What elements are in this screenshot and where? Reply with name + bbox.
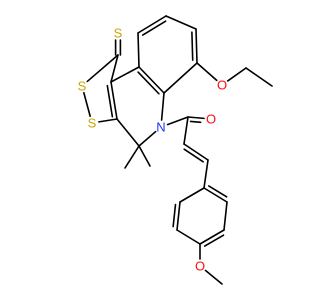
bond-c9-c8-inner [141, 20, 167, 36]
bond-c9a-c9b [110, 66, 140, 83]
bond-c7-c6 [195, 28, 198, 64]
bond-ar6-ar1-inner [207, 185, 228, 198]
bond-ar2-ar3-inner [172, 203, 177, 228]
bond-o-methoxy-ch3 [204, 269, 223, 285]
bond-layer [83, 15, 273, 285]
bond-c5a-c9a [138, 66, 165, 94]
bond-c3a-c4 [116, 118, 140, 147]
atom-label-o-ethoxy: O [217, 78, 227, 93]
bond-carbonyl-c-alpha [183, 116, 189, 145]
bond-ar4-ar5 [199, 229, 225, 245]
bond-ar5-ar6 [223, 201, 228, 231]
bond-c4-n5 [138, 130, 157, 147]
bond-c7-c6-inner [191, 31, 194, 61]
alkene-double-bond [183, 143, 209, 161]
atom-label-s-ring1: S [78, 79, 87, 94]
atom-label-o-carbonyl: O [206, 112, 216, 127]
bond-c5a-c9a-inner [137, 71, 160, 95]
bond-n5-c5a [160, 92, 165, 121]
bond-o-ethyl-ch2 [226, 67, 247, 82]
bond-ar6-ar1 [203, 187, 228, 203]
carbonyl-double-bond-inner [189, 120, 202, 124]
bond-c9a-c9 [137, 32, 140, 68]
bond-c1-s2 [86, 54, 119, 83]
bond-ethyl-ch2-ch3 [245, 67, 273, 87]
bond-c6-o-ethoxy [196, 62, 218, 82]
alkene-double-bond-inner [183, 148, 204, 163]
bond-c3a-c9b [110, 81, 118, 120]
carbonyl-double-bond [187, 116, 205, 120]
molecule-structure: S S S N O O O [78, 15, 273, 285]
bond-c3a-c9b-inner [106, 84, 114, 118]
bond-c6-c5a [163, 62, 198, 94]
bond-c9b-c1 [110, 54, 119, 83]
bond-s3-c3a [98, 118, 118, 123]
atom-label-s-ring2: S [88, 116, 97, 131]
bond-ar4-ar5-inner [203, 234, 225, 247]
bond-c-beta-aryl [203, 159, 209, 189]
bond-ar2-ar3 [176, 201, 181, 231]
bond-c9-c8 [137, 15, 167, 34]
atom-label-o-methoxy: O [195, 259, 205, 274]
bond-ar3-ar4 [176, 229, 201, 245]
atom-label-layer: S S S N O O O [78, 26, 227, 274]
bond-c4-methyl1 [124, 145, 140, 169]
bond-c4-methyl2 [138, 145, 151, 167]
atom-label-n-ring: N [156, 120, 165, 135]
bond-c8-c7 [165, 15, 197, 30]
bond-n5-carbonyl-c [166, 116, 189, 126]
bond-s2-s3 [83, 91, 91, 118]
atom-label-s-thione: S [114, 26, 123, 41]
bond-ar1-ar2 [179, 187, 205, 203]
